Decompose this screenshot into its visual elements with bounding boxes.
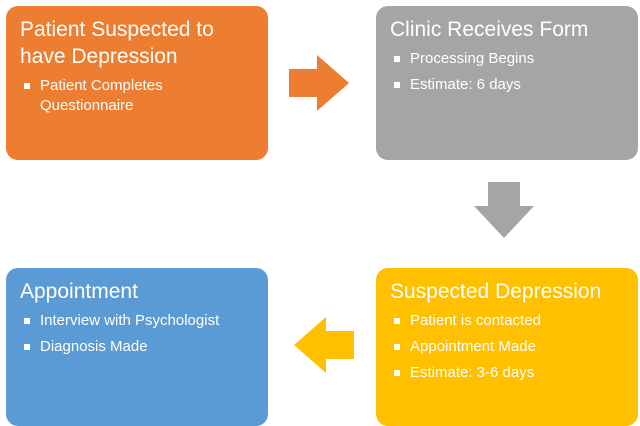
appointment-title: Appointment — [20, 280, 138, 303]
bullet-text: Diagnosis Made — [40, 338, 148, 355]
suspected-depression-title: Suspected Depression — [390, 280, 602, 303]
bullet-square-icon — [394, 82, 400, 88]
bullet-square-icon — [24, 318, 30, 324]
suspected-depression-bullets: Patient is contacted Appointment Made Es… — [388, 311, 626, 383]
down-arrow-icon — [474, 182, 534, 238]
bullet-text: Patient Completes Questionnaire — [40, 77, 163, 114]
bullet-square-icon — [394, 56, 400, 62]
bullet-square-icon — [24, 83, 30, 89]
bullet-text: Patient is contacted — [410, 312, 541, 329]
patient-suspected-title: Patient Suspected to have Depression — [20, 18, 214, 68]
suspected-depression-box: Suspected Depression Patient is contacte… — [376, 268, 638, 426]
clinic-receives-form-bullets: Processing Begins Estimate: 6 days — [388, 49, 626, 95]
appointment-bullets: Interview with Psychologist Diagnosis Ma… — [18, 311, 256, 357]
bullet-text: Processing Begins — [410, 50, 535, 67]
bullet-item: Appointment Made — [392, 337, 626, 357]
patient-suspected-bullets: Patient Completes Questionnaire — [18, 76, 256, 116]
appointment-box: Appointment Interview with Psychologist … — [6, 268, 268, 426]
right-arrow-icon — [289, 55, 349, 111]
left-arrow-icon — [294, 317, 354, 373]
bullet-item: Processing Begins — [392, 49, 626, 69]
bullet-item: Diagnosis Made — [22, 337, 256, 357]
clinic-receives-form-title: Clinic Receives Form — [390, 18, 589, 41]
bullet-item: Estimate: 6 days — [392, 75, 626, 95]
bullet-item: Patient is contacted — [392, 311, 626, 331]
bullet-item: Interview with Psychologist — [22, 311, 256, 331]
bullet-square-icon — [394, 344, 400, 350]
bullet-text: Appointment Made — [410, 338, 536, 355]
bullet-square-icon — [24, 344, 30, 350]
bullet-text: Interview with Psychologist — [40, 312, 220, 329]
bullet-text: Estimate: 6 days — [410, 76, 521, 93]
bullet-item: Estimate: 3-6 days — [392, 363, 626, 383]
bullet-square-icon — [394, 318, 400, 324]
clinic-receives-form-box: Clinic Receives Form Processing Begins E… — [376, 6, 638, 160]
bullet-item: Patient Completes Questionnaire — [22, 76, 256, 116]
bullet-text: Estimate: 3-6 days — [410, 364, 535, 381]
bullet-square-icon — [394, 370, 400, 376]
patient-suspected-box: Patient Suspected to have Depression Pat… — [6, 6, 268, 160]
